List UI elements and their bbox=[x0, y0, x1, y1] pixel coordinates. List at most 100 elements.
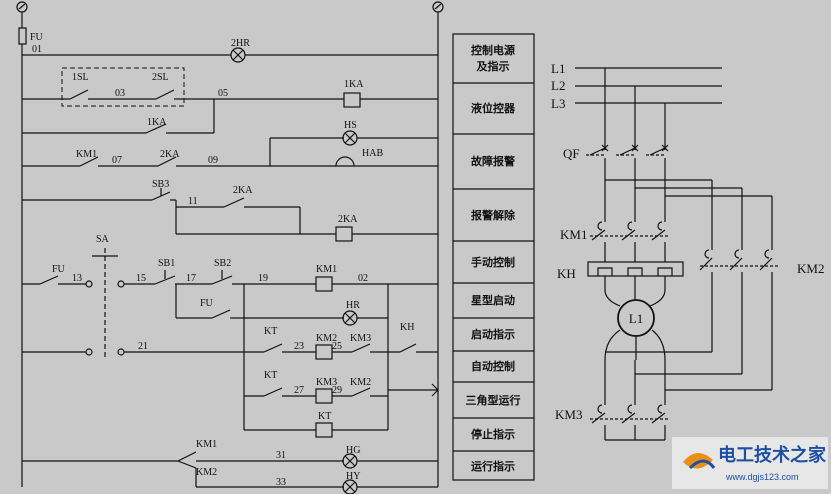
thermal-kh-contact-icon bbox=[399, 343, 417, 353]
contact-1ka-label: 1KA bbox=[147, 117, 167, 128]
function-label-3: 故障报警 bbox=[471, 154, 515, 168]
pushbutton-sb2-label: SB2 bbox=[214, 258, 231, 269]
coil-2ka-icon bbox=[335, 226, 353, 242]
pushbutton-sb1-label: SB1 bbox=[158, 258, 175, 269]
contactor-km1-icon bbox=[590, 221, 668, 241]
contactor-km3-label: KM3 bbox=[555, 407, 582, 422]
coil-kt-label: KT bbox=[318, 411, 331, 422]
wire-label-33: 33 bbox=[276, 477, 286, 488]
wire-label-13: 13 bbox=[72, 273, 82, 284]
contact-km3-a-label: KM3 bbox=[350, 333, 371, 344]
pushbutton-sb1-icon bbox=[154, 275, 176, 285]
contact-km1-d-label: KM1 bbox=[196, 439, 217, 450]
contact-2ka-label: 2KA bbox=[160, 149, 180, 160]
function-label-6: 星型启动 bbox=[471, 293, 515, 307]
fu-contact-b-label: FU bbox=[200, 298, 214, 309]
function-label-5: 手动控制 bbox=[471, 255, 515, 269]
contact-km1-d-icon bbox=[177, 451, 197, 462]
coil-km3-label: KM3 bbox=[316, 377, 337, 388]
fu-contact-label: FU bbox=[52, 264, 66, 275]
function-label-1a: 控制电源 bbox=[471, 43, 515, 57]
wire-label-31: 31 bbox=[276, 450, 286, 461]
motor-label: L1 bbox=[629, 311, 643, 326]
lamp-hy-label: HY bbox=[346, 471, 360, 482]
switch-1sl-label: 1SL bbox=[72, 72, 89, 83]
contact-km2-b-icon bbox=[351, 387, 371, 397]
fu-contact-b-icon bbox=[211, 309, 231, 319]
lamp-hs-label: HS bbox=[344, 120, 357, 131]
switch-2sl-icon bbox=[155, 89, 175, 100]
lamp-2hr-label: 2HR bbox=[231, 38, 250, 49]
coil-2ka-label: 2KA bbox=[338, 214, 358, 225]
wire-label-09: 09 bbox=[208, 155, 218, 166]
wire-label-03: 03 bbox=[115, 88, 125, 99]
function-label-4: 报警解除 bbox=[471, 208, 516, 222]
wire-label-21: 21 bbox=[138, 341, 148, 352]
contact-km1-label: KM1 bbox=[76, 149, 97, 160]
coil-km2-icon bbox=[315, 344, 333, 360]
breaker-qf-icon bbox=[586, 144, 669, 156]
lamp-hr-label: HR bbox=[346, 300, 360, 311]
contactor-km3-icon bbox=[590, 404, 668, 424]
wire-label-25: 25 bbox=[332, 341, 342, 352]
contactor-km2-label: KM2 bbox=[797, 261, 824, 276]
coil-km1-icon bbox=[315, 276, 333, 292]
wire-label-02: 02 bbox=[358, 273, 368, 284]
wire-label-23: 23 bbox=[294, 341, 304, 352]
phase-l2-label: L2 bbox=[551, 78, 565, 93]
wire-label-17: 17 bbox=[186, 273, 196, 284]
wire-label-11: 11 bbox=[188, 196, 198, 207]
watermark-title: 电工技术之家 bbox=[718, 444, 827, 466]
wire-label-29: 29 bbox=[332, 385, 342, 396]
contact-2ka-b-label: 2KA bbox=[233, 185, 253, 196]
wire-label-27: 27 bbox=[294, 385, 304, 396]
horn-hab-label: HAB bbox=[362, 148, 383, 159]
control-circuit: FU 01 2HR 1SL 03 2SL 05 1KA 1KA bbox=[16, 1, 444, 494]
power-circuit: L1 L2 L3 QF KM1 bbox=[551, 61, 824, 441]
function-column: 控制电源 及指示 液位控器 故障报警 报警解除 手动控制 星型启动 启动指示 自… bbox=[452, 33, 535, 481]
pushbutton-sb2-icon bbox=[211, 275, 233, 285]
pushbutton-sb3-label: SB3 bbox=[152, 179, 169, 190]
contact-km3-a-icon bbox=[351, 343, 371, 353]
watermark-url: www.dgjs123.com bbox=[725, 472, 799, 482]
coil-kt-icon bbox=[315, 422, 333, 438]
selector-sa-label: SA bbox=[96, 234, 110, 245]
function-label-8: 自动控制 bbox=[471, 359, 515, 373]
switch-1sl-icon bbox=[69, 89, 89, 100]
function-label-7: 启动指示 bbox=[471, 327, 515, 341]
contact-kt-a-label: KT bbox=[264, 326, 277, 337]
fuse-label: FU bbox=[30, 32, 44, 43]
function-label-2: 液位控器 bbox=[471, 101, 516, 115]
wire-label-15: 15 bbox=[136, 273, 146, 284]
fuse-icon bbox=[18, 27, 27, 45]
contact-kt-b-icon bbox=[263, 387, 283, 397]
lamp-hg-label: HG bbox=[346, 445, 360, 456]
function-label-11: 运行指示 bbox=[471, 459, 515, 473]
thermal-kh-label: KH bbox=[400, 322, 414, 333]
wire-label-19: 19 bbox=[258, 273, 268, 284]
thermal-relay-kh-label: KH bbox=[557, 266, 576, 281]
contactor-km1-label: KM1 bbox=[560, 227, 587, 242]
horn-hab-icon bbox=[335, 156, 355, 167]
wire-label-05: 05 bbox=[218, 88, 228, 99]
function-label-9: 三角型运行 bbox=[466, 393, 521, 407]
coil-km2-label: KM2 bbox=[316, 333, 337, 344]
wire-label-01: 01 bbox=[32, 44, 42, 55]
coil-1ka-icon bbox=[343, 92, 361, 108]
contact-km2-b-label: KM2 bbox=[350, 377, 371, 388]
coil-km1-label: KM1 bbox=[316, 264, 337, 275]
float-switch-box bbox=[61, 67, 185, 107]
watermark-logo-icon bbox=[683, 452, 716, 470]
fuse-contact-icon bbox=[39, 275, 59, 285]
phase-l1-label: L1 bbox=[551, 61, 565, 76]
contact-kt-b-label: KT bbox=[264, 370, 277, 381]
switch-2sl-label: 2SL bbox=[152, 72, 169, 83]
contact-1ka-icon bbox=[145, 123, 167, 134]
coil-km3-icon bbox=[315, 388, 333, 404]
contact-km2-d-label: KM2 bbox=[196, 467, 217, 478]
wire-label-07: 07 bbox=[112, 155, 122, 166]
contact-kt-a-icon bbox=[263, 343, 283, 353]
contactor-km2-icon bbox=[699, 249, 780, 271]
function-label-10: 停止指示 bbox=[471, 427, 515, 441]
